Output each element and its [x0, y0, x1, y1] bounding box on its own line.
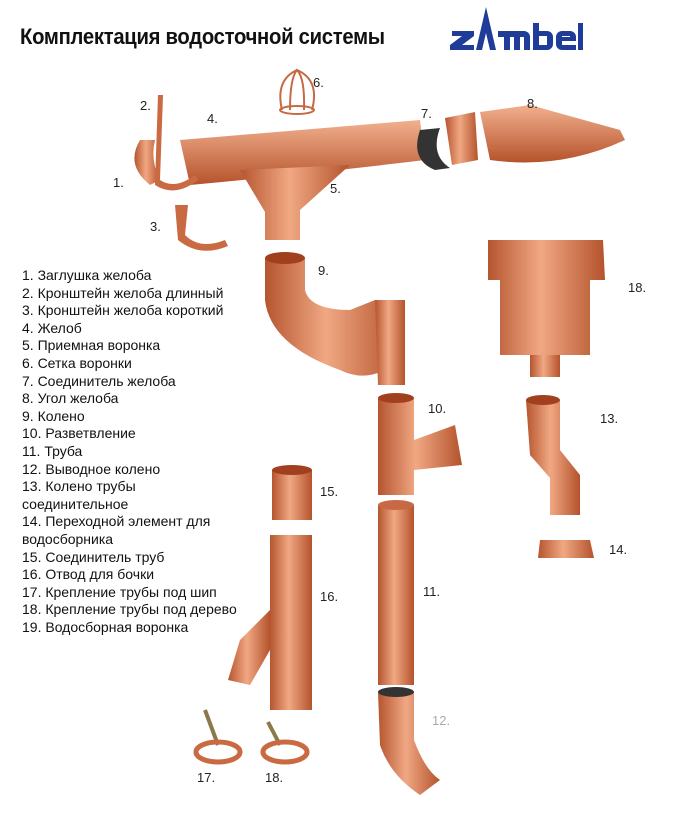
callout-5: 5.	[330, 181, 341, 196]
elbow	[265, 258, 400, 376]
legend-item: 18. Крепление трубы под дерево	[22, 601, 237, 618]
page-title: Комплектация водосточной системы	[20, 24, 385, 49]
callout-2: 2.	[140, 98, 151, 113]
callout-10: 10.	[428, 401, 447, 416]
callout-13: 13.	[600, 411, 619, 426]
pipe-connector	[272, 470, 312, 520]
callout-8: 8.	[527, 96, 538, 111]
legend-item: 5. Приемная воронка	[22, 337, 161, 354]
pipe-clamp-wood	[260, 721, 310, 765]
gutter-corner	[480, 105, 625, 163]
legend-item: 19. Водосборная воронка	[22, 618, 189, 635]
callout-1: 1.	[113, 175, 124, 190]
legend-item: соединительное	[22, 495, 129, 512]
callout-18-collector: 18.	[628, 280, 647, 295]
short-bracket	[175, 205, 228, 251]
rain-diverter	[270, 535, 312, 710]
rainwater-collector	[488, 240, 605, 355]
callout-4: 4.	[207, 111, 218, 126]
pipe-branch	[378, 398, 462, 495]
legend-item: 4. Желоб	[22, 319, 82, 336]
downpipe	[378, 505, 414, 685]
legend-item: 6. Сетка воронки	[22, 354, 132, 371]
legend-item: 9. Колено	[22, 407, 85, 424]
gutter-connector	[417, 128, 450, 170]
pipe-elbow-connector	[526, 400, 580, 515]
callout-9: 9.	[318, 263, 329, 278]
legend-item: 1. Заглушка желоба	[22, 267, 152, 283]
callout-3: 3.	[150, 219, 161, 234]
pipe-clamp-spike	[193, 709, 243, 765]
callout-16: 16.	[320, 589, 339, 604]
zambelli-logo	[446, 5, 586, 60]
legend-item: 15. Соединитель труб	[22, 548, 165, 565]
legend-item: 12. Выводное колено	[22, 460, 161, 477]
legend-item: 14. Переходной элемент для	[22, 513, 211, 530]
legend-item: 10. Разветвление	[22, 425, 136, 442]
long-bracket	[155, 95, 198, 191]
callout-6: 6.	[313, 75, 324, 90]
end-cap	[134, 140, 160, 185]
legend-item: 8. Угол желоба	[22, 390, 119, 407]
legend-item: 16. Отвод для бочки	[22, 566, 155, 583]
collector-adapter	[538, 540, 594, 558]
callout-12: 12.	[432, 713, 451, 728]
gutter	[180, 120, 425, 185]
outlet-funnel	[240, 165, 350, 240]
legend-item: 7. Соединитель желоба	[22, 372, 176, 389]
callout-7: 7.	[421, 106, 432, 121]
parts-legend: 1. Заглушка желоба 2. Кронштейн желоба д…	[22, 267, 262, 636]
outlet-elbow	[378, 692, 440, 795]
funnel-strainer	[279, 68, 316, 115]
legend-item: 11. Труба	[22, 442, 83, 459]
legend-item: 2. Кронштейн желоба длинный	[22, 284, 224, 301]
callout-18: 18.	[265, 770, 284, 785]
callout-17: 17.	[197, 770, 216, 785]
callout-15: 15.	[320, 484, 339, 499]
callout-14: 14.	[609, 542, 628, 557]
legend-item: 17. Крепление трубы под шип	[22, 583, 217, 600]
callout-11: 11.	[423, 584, 441, 599]
legend-item: 13. Колено трубы	[22, 478, 136, 495]
legend-item: водосборника	[22, 530, 114, 547]
legend-item: 3. Кронштейн желоба короткий	[22, 302, 224, 319]
